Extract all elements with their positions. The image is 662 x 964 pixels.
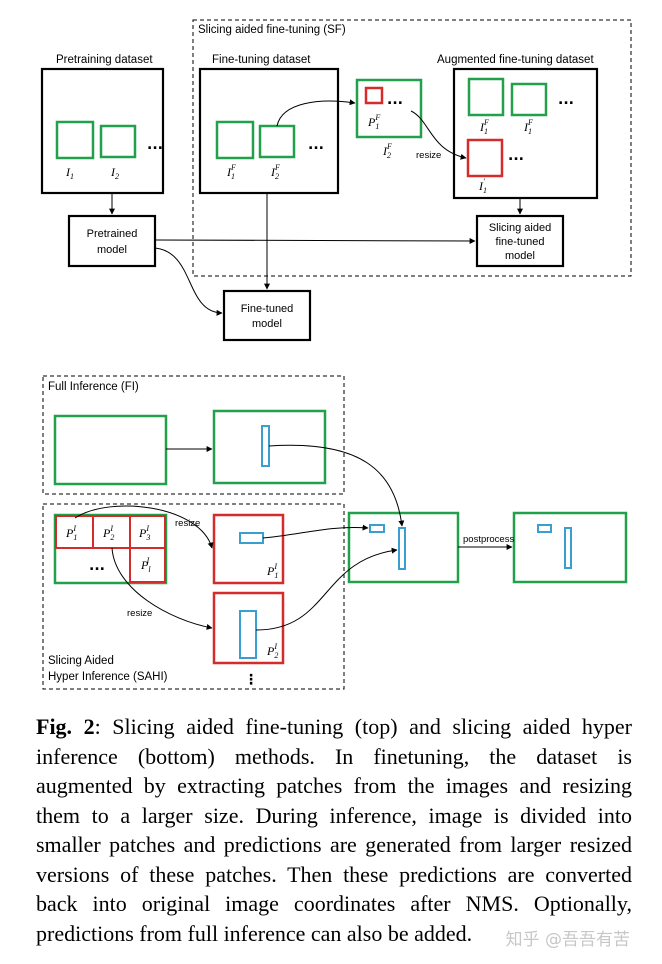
pretraining-dataset-box (40, 67, 165, 195)
caption-label: Fig. 2 (36, 714, 95, 739)
label-I2F-patch: I2F (382, 142, 392, 160)
label-resized-P2: P2I (266, 642, 278, 660)
augmented-image-2 (510, 82, 548, 117)
label-aug-I1F-2: I1F (523, 118, 533, 136)
augmented-image-1 (467, 77, 505, 117)
sahi-model-label-2: fine-tuned (496, 236, 545, 248)
patch-ellipsis: ... (387, 92, 403, 108)
finetuning-dataset-box (198, 67, 340, 195)
fi-detection-box (261, 425, 270, 467)
label-resized-P1: P1I (266, 562, 278, 580)
arrow-patch-resize (410, 110, 467, 160)
postprocess-label: postprocess (463, 534, 514, 545)
label-I2F: I2F (270, 163, 280, 181)
resized-patch-2 (212, 591, 285, 665)
arrow-image-to-patch (276, 99, 356, 127)
pretrain-ellipsis: ... (147, 137, 163, 153)
sahi-title-2: Hyper Inference (SAHI) (48, 671, 168, 683)
merged-detection-small (369, 524, 385, 533)
label-slice-P1: P1I (65, 524, 77, 542)
pretrained-model-box (67, 214, 157, 268)
label-I1F: I1F (226, 163, 236, 181)
label-slice-Pl: PlI (140, 556, 151, 574)
final-image (512, 511, 628, 584)
arrow-patch2-to-merged (255, 547, 398, 631)
patch-vdots: ⋮ (244, 672, 258, 688)
augmented-resized-patch (466, 138, 504, 178)
caption-text: : Slicing aided fine-tuning (top) and sl… (36, 714, 632, 946)
label-slice-P2: P2I (102, 524, 114, 542)
label-I1-prime: I1′ (478, 177, 487, 195)
pretraining-dataset-title: Pretraining dataset (56, 54, 153, 66)
sahi-title-1: Slicing Aided (48, 655, 114, 667)
label-I2: I2 (110, 165, 119, 181)
figure-caption: Fig. 2: Slicing aided fine-tuning (top) … (36, 712, 632, 948)
patch-source-image (355, 78, 423, 139)
pretrain-image-1 (55, 120, 95, 160)
fi-prediction-image (212, 409, 327, 485)
label-aug-I1F: I1F (479, 118, 489, 136)
method-diagram: Slicing aided fine-tuning (SF) Pretraini… (40, 19, 632, 690)
final-detection-small (537, 524, 552, 533)
arrow-slice-P1-to-resized (74, 505, 214, 549)
sahi-model-label-3: model (505, 250, 535, 262)
pretrained-model-label-2: model (97, 244, 127, 256)
finetuning-dataset-title: Fine-tuning dataset (212, 54, 311, 66)
finetune-ellipsis: ... (308, 137, 324, 153)
sf-title: Slicing aided fine-tuning (SF) (198, 24, 346, 36)
resized-patch-1 (212, 513, 285, 585)
patch-P1F (364, 86, 384, 105)
finetuned-model-label-1: Fine-tuned (241, 303, 294, 315)
resize-label-2: resize (127, 608, 152, 619)
zhihu-watermark: 知乎 @吾吾有苦 (505, 930, 630, 950)
fi-input-image (53, 414, 168, 486)
arrow-pretrained-to-finetuned (154, 247, 223, 316)
resize-label-top: resize (416, 150, 441, 161)
label-P1F: P1F (367, 113, 380, 131)
fi-title: Full Inference (FI) (48, 381, 139, 393)
sahi-finetuned-model-box (475, 214, 565, 268)
finetune-image-1 (215, 120, 255, 160)
merged-image (347, 511, 460, 584)
augmented-ellipsis-2: ... (508, 148, 524, 164)
arrow-fi-to-merged (268, 444, 405, 527)
arrow-pretrained-to-sahi-model (154, 237, 476, 244)
final-detection-tall (564, 527, 572, 569)
slice-Pl (129, 547, 166, 583)
pretrain-image-2 (99, 124, 137, 159)
sahi-dashed-frame (42, 503, 345, 690)
sahi-model-label-1: Slicing aided (489, 222, 551, 234)
augmented-dataset-title: Augmented fine-tuning dataset (437, 54, 594, 66)
fi-dashed-frame (42, 375, 345, 495)
sf-dashed-frame (192, 19, 632, 277)
merged-detection-tall (398, 527, 406, 570)
label-I1: I1 (65, 165, 74, 181)
resize-label-1: resize (175, 518, 200, 529)
label-slice-P3: P3I (138, 524, 150, 542)
augmented-ellipsis-1: ... (558, 92, 574, 108)
patch-2-detection (239, 610, 257, 659)
patch-1-detection (239, 532, 264, 544)
slice-ellipsis: ... (89, 558, 105, 574)
finetuned-model-box (222, 289, 312, 342)
pretrained-model-label-1: Pretrained (87, 228, 138, 240)
arrow-patch1-to-merged (262, 524, 369, 539)
finetuned-model-label-2: model (252, 318, 282, 330)
arrow-slice-P2-to-resized (111, 547, 213, 630)
